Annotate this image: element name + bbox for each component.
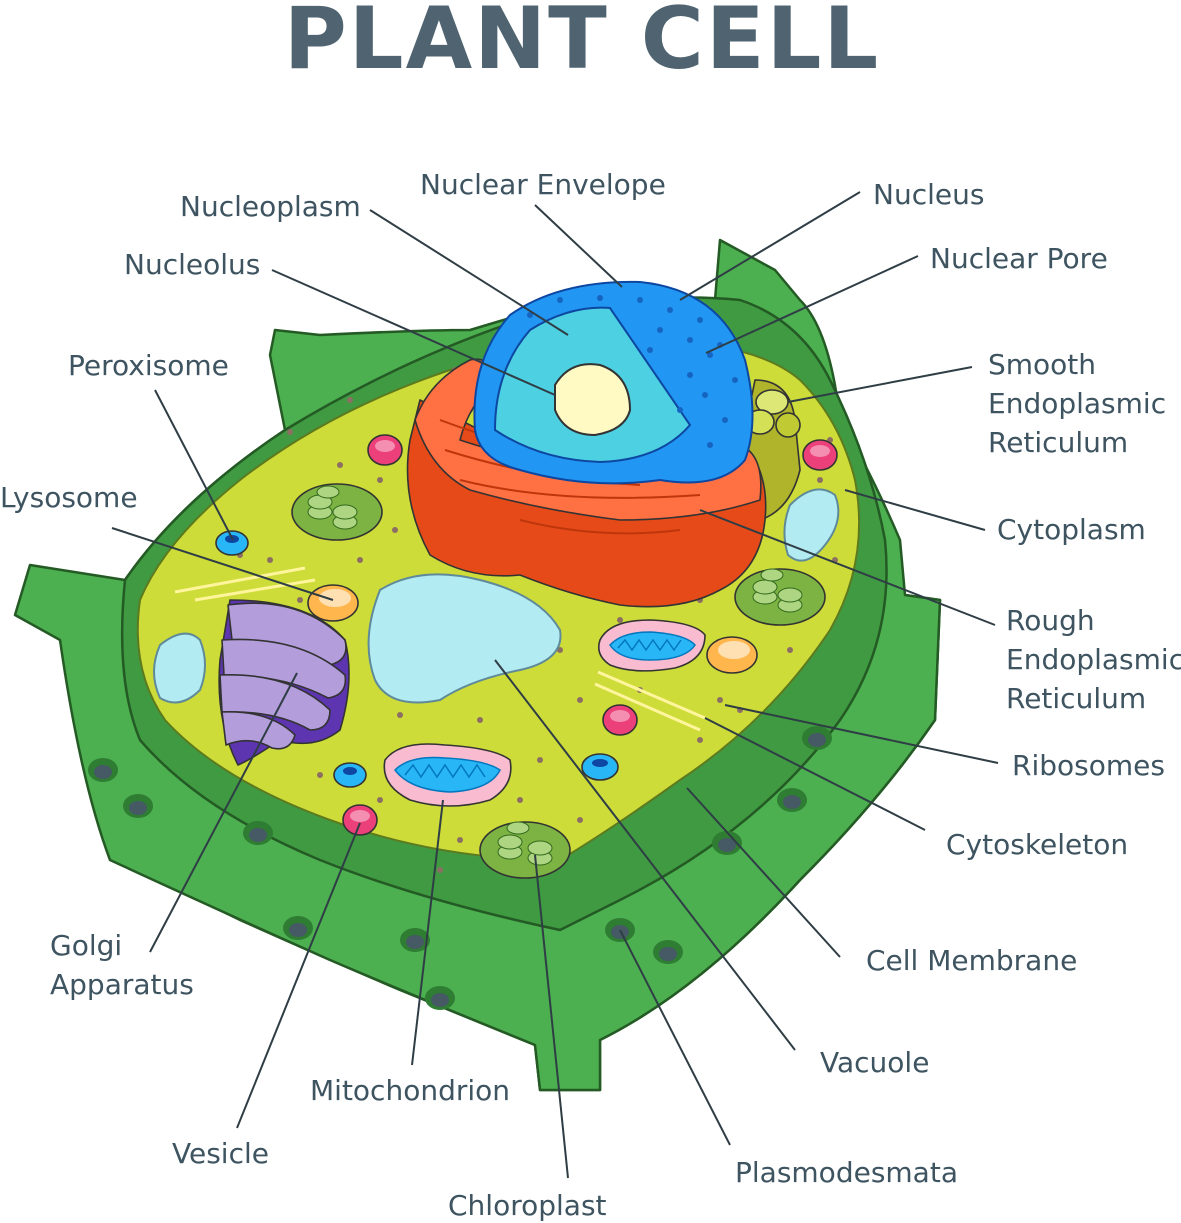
label-nucleolus: Nucleolus — [124, 248, 260, 281]
label-lysosome: Lysosome — [0, 481, 138, 514]
lysosomes — [307, 584, 758, 674]
label-cell-membrane: Cell Membrane — [866, 944, 1077, 977]
golgi-apparatus — [218, 599, 350, 766]
vesicle-4 — [342, 804, 378, 836]
leader-ribosomes — [724, 704, 999, 764]
peroxisome-3 — [581, 753, 619, 781]
lysosome-2 — [706, 636, 758, 674]
nucleus — [473, 280, 754, 485]
leader-nucleus — [679, 191, 861, 301]
labels: Nucleoplasm Nuclear Envelope Nucleus Nuc… — [0, 168, 1181, 1222]
label-cytoplasm: Cytoplasm — [997, 513, 1146, 546]
vesicle-2 — [802, 439, 838, 471]
label-peroxisome: Peroxisome — [68, 349, 229, 382]
label-cytoskeleton: Cytoskeleton — [946, 828, 1128, 861]
label-nuclear-pore: Nuclear Pore — [930, 242, 1108, 275]
label-golgi-line1: Golgi — [50, 929, 122, 962]
mitochondrion-right — [597, 619, 706, 672]
leader-lines — [111, 191, 999, 1179]
nucleolus — [554, 363, 632, 437]
label-smooth-er-line2: Endoplasmic — [988, 387, 1166, 420]
leader-chloroplast — [534, 854, 569, 1179]
leader-vesicle — [236, 822, 361, 1129]
small-vacuole-left — [153, 632, 206, 704]
leader-golgi — [149, 672, 298, 953]
leader-peroxisome — [154, 389, 234, 541]
leader-smooth-er — [787, 366, 973, 403]
cytoskeleton-filaments — [174, 566, 706, 732]
leader-nucleoplasm — [369, 209, 569, 336]
leader-mitochondrion — [411, 799, 444, 1066]
nuclear-pores — [527, 295, 738, 448]
mitochondrion-bottom — [383, 743, 512, 807]
leader-cytoplasm — [844, 489, 986, 531]
chloroplast-bottom — [479, 821, 571, 879]
label-rough-er-line2: Endoplasmic — [1006, 643, 1181, 676]
leader-rough-er — [699, 509, 996, 626]
leader-vacuole — [494, 659, 796, 1051]
leader-plasmodesmata — [619, 929, 731, 1146]
label-golgi-line2: Apparatus — [50, 968, 194, 1001]
label-rough-er-line3: Reticulum — [1006, 682, 1146, 715]
label-chloroplast: Chloroplast — [448, 1189, 607, 1222]
vacuole — [367, 573, 562, 704]
label-ribosomes: Ribosomes — [1012, 749, 1165, 782]
label-vacuole: Vacuole — [820, 1046, 929, 1079]
small-vacuole-right — [783, 488, 840, 562]
leader-cell-membrane — [686, 787, 841, 958]
plasmodesmata-pits — [88, 726, 832, 1010]
chloroplast-top-left — [291, 483, 383, 541]
leader-nuclear-pore — [705, 255, 919, 354]
label-vesicle: Vesicle — [172, 1137, 269, 1170]
vesicles — [342, 434, 838, 836]
vesicle-1 — [367, 434, 403, 466]
label-nuclear-envelope: Nuclear Envelope — [420, 168, 666, 201]
vesicle-3 — [602, 704, 638, 736]
chloroplasts — [291, 483, 826, 879]
chloroplast-right — [734, 568, 826, 626]
label-nucleoplasm: Nucleoplasm — [180, 190, 361, 223]
leader-cytoskeleton — [704, 717, 926, 831]
label-plasmodesmata: Plasmodesmata — [735, 1156, 958, 1189]
leader-nucleolus — [271, 269, 556, 396]
page-title: PLANT CELL — [284, 0, 880, 89]
label-mitochondrion: Mitochondrion — [310, 1074, 510, 1107]
leader-lysosome — [111, 527, 334, 601]
leader-nuclear-envelope — [534, 204, 623, 288]
peroxisomes — [215, 530, 619, 788]
label-smooth-er-line1: Smooth — [988, 348, 1096, 381]
label-smooth-er-line3: Reticulum — [988, 426, 1128, 459]
mitochondria — [383, 619, 706, 807]
label-nucleus: Nucleus — [873, 178, 984, 211]
peroxisome-1 — [215, 530, 249, 556]
lysosome-1 — [307, 584, 359, 622]
peroxisome-2 — [333, 762, 367, 788]
label-rough-er-line1: Rough — [1006, 604, 1095, 637]
